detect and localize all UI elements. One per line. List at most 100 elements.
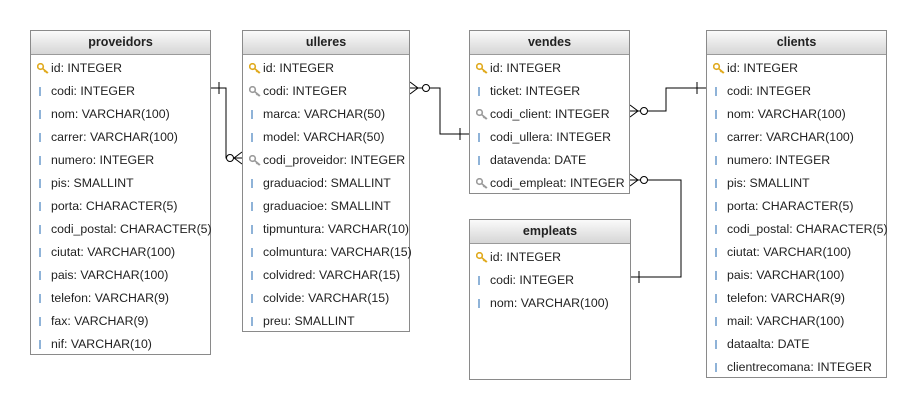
column-row[interactable]: carrer: VARCHAR(100) (31, 126, 210, 149)
column-row[interactable]: telefon: VARCHAR(9) (707, 287, 886, 310)
column-label: tipmuntura: VARCHAR(10) (263, 222, 410, 236)
column-marker-icon (248, 126, 260, 149)
column-row[interactable]: mail: VARCHAR(100) (707, 310, 886, 333)
key-icon (713, 63, 725, 74)
column-row[interactable]: model: VARCHAR(50) (243, 126, 409, 149)
column-label: porta: CHARACTER(5) (51, 199, 178, 213)
column-row[interactable]: id: INTEGER (31, 57, 210, 80)
column-row[interactable]: nif: VARCHAR(10) (31, 333, 210, 356)
column-marker-icon (712, 195, 724, 218)
column-marker-icon (36, 195, 48, 218)
column-marker-icon (36, 172, 48, 195)
column-label: codi: INTEGER (490, 273, 575, 287)
column-row[interactable]: pis: SMALLINT (31, 172, 210, 195)
column-row[interactable]: id: INTEGER (470, 246, 630, 269)
column-row[interactable]: pis: SMALLINT (707, 172, 886, 195)
column-label: preu: SMALLINT (263, 314, 355, 328)
column-row[interactable]: pais: VARCHAR(100) (31, 264, 210, 287)
column-marker-icon (248, 103, 260, 126)
column-marker-icon (712, 103, 724, 126)
column-row[interactable]: fax: VARCHAR(9) (31, 310, 210, 333)
primary-key-icon (36, 57, 49, 80)
column-row[interactable]: pais: VARCHAR(100) (707, 264, 886, 287)
column-label: codi_client: INTEGER (490, 107, 610, 121)
column-row[interactable]: numero: INTEGER (31, 149, 210, 172)
column-row[interactable]: codi_postal: CHARACTER(5) (707, 218, 888, 241)
column-marker-icon (248, 264, 260, 287)
column-row[interactable]: codi_ullera: INTEGER (470, 126, 629, 149)
column-row[interactable]: porta: CHARACTER(5) (707, 195, 886, 218)
table-title: empleats (470, 220, 630, 244)
column-row[interactable]: nom: VARCHAR(100) (707, 103, 886, 126)
column-row[interactable]: graduacioe: SMALLINT (243, 195, 409, 218)
column-label: codi_ullera: INTEGER (490, 130, 611, 144)
column-row[interactable]: ciutat: VARCHAR(100) (707, 241, 886, 264)
column-marker-icon (36, 103, 48, 126)
column-marker-icon (36, 149, 48, 172)
column-row[interactable]: colvidred: VARCHAR(15) (243, 264, 409, 287)
column-marker-icon (712, 149, 724, 172)
column-row[interactable]: id: INTEGER (243, 57, 409, 80)
column-marker-icon (712, 172, 724, 195)
column-row[interactable]: codi: INTEGER (707, 80, 886, 103)
primary-key-icon (475, 246, 488, 269)
column-label: colvide: VARCHAR(15) (263, 291, 390, 305)
column-row[interactable]: ticket: INTEGER (470, 80, 629, 103)
column-label: porta: CHARACTER(5) (727, 199, 854, 213)
column-row[interactable]: codi: INTEGER (243, 80, 409, 103)
column-row[interactable]: ciutat: VARCHAR(100) (31, 241, 210, 264)
column-label: pis: SMALLINT (51, 176, 134, 190)
column-row[interactable]: graduaciod: SMALLINT (243, 172, 409, 195)
foreign-key-icon (475, 172, 488, 195)
column-row[interactable]: tipmuntura: VARCHAR(10) (243, 218, 409, 241)
primary-key-icon (475, 57, 488, 80)
table-title: ulleres (243, 31, 409, 55)
column-row[interactable]: telefon: VARCHAR(9) (31, 287, 210, 310)
column-row[interactable]: id: INTEGER (470, 57, 629, 80)
column-marker-icon (36, 218, 48, 241)
column-row[interactable]: dataalta: DATE (707, 333, 886, 356)
column-row[interactable]: nom: VARCHAR(100) (31, 103, 210, 126)
column-label: graduacioe: SMALLINT (263, 199, 391, 213)
column-row[interactable]: codi: INTEGER (31, 80, 210, 103)
foreign-key-icon (248, 80, 261, 103)
column-marker-icon (475, 80, 487, 103)
column-marker-icon (36, 241, 48, 264)
column-marker-icon (36, 126, 48, 149)
column-row[interactable]: carrer: VARCHAR(100) (707, 126, 886, 149)
column-marker-icon (712, 356, 724, 379)
column-label: pais: VARCHAR(100) (727, 268, 845, 282)
column-marker-icon (248, 172, 260, 195)
column-row[interactable]: porta: CHARACTER(5) (31, 195, 210, 218)
column-row[interactable]: numero: INTEGER (707, 149, 886, 172)
column-label: codi_postal: CHARACTER(5) (727, 222, 888, 236)
column-marker-icon (712, 241, 724, 264)
column-row[interactable]: marca: VARCHAR(50) (243, 103, 409, 126)
column-row[interactable]: colvide: VARCHAR(15) (243, 287, 409, 310)
column-row[interactable]: codi_postal: CHARACTER(5) (31, 218, 212, 241)
column-row[interactable]: codi_empleat: INTEGER (470, 172, 629, 195)
key-icon (476, 178, 488, 189)
column-row[interactable]: codi_client: INTEGER (470, 103, 629, 126)
column-marker-icon (475, 269, 487, 292)
column-row[interactable]: clientrecomana: INTEGER (707, 356, 886, 379)
column-row[interactable]: nom: VARCHAR(100) (470, 292, 630, 315)
column-marker-icon (36, 287, 48, 310)
column-row[interactable]: datavenda: DATE (470, 149, 629, 172)
column-label: id: INTEGER (490, 61, 562, 75)
column-row[interactable]: colmuntura: VARCHAR(15) (243, 241, 412, 264)
column-row[interactable]: codi: INTEGER (470, 269, 630, 292)
column-marker-icon (712, 264, 724, 287)
column-label: colmuntura: VARCHAR(15) (263, 245, 412, 259)
column-list: id: INTEGER ticket: INTEGER codi_client: I… (470, 55, 629, 195)
table-empleats[interactable]: empleats id: INTEGER codi: INTEGER nom: VA… (469, 219, 631, 380)
column-row[interactable]: preu: SMALLINT (243, 310, 409, 333)
column-marker-icon (712, 310, 724, 333)
column-row[interactable]: codi_proveidor: INTEGER (243, 149, 409, 172)
column-row[interactable]: id: INTEGER (707, 57, 886, 80)
